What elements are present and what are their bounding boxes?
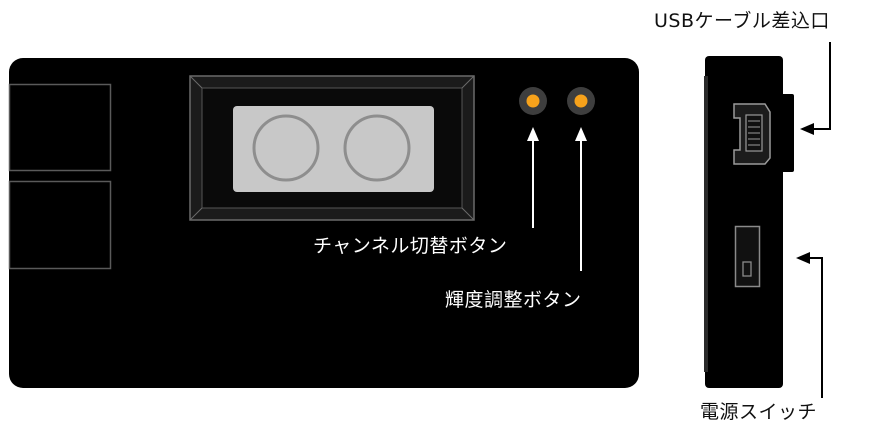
channel-button-label: チャンネル切替ボタン — [313, 235, 508, 257]
device-side-view — [704, 56, 794, 388]
left-compartment-bottom — [8, 180, 112, 270]
device-front-view — [8, 58, 639, 388]
power-switch[interactable] — [734, 225, 761, 288]
usb-port-arrow — [800, 42, 831, 135]
brightness-button[interactable] — [567, 87, 595, 115]
display-circle-left — [252, 114, 320, 182]
left-compartment-top — [8, 83, 112, 172]
display-window — [233, 106, 434, 192]
usb-port-label: USBケーブル差込口 — [654, 10, 830, 32]
channel-button-arrow — [527, 127, 539, 228]
usb-port[interactable] — [733, 103, 771, 165]
power-switch-arrow — [796, 252, 823, 398]
display-circle-right — [343, 114, 411, 182]
device-body — [9, 58, 639, 388]
power-switch-label: 電源スイッチ — [700, 401, 818, 423]
brightness-button-arrow — [575, 127, 587, 271]
usb-housing — [778, 94, 794, 172]
channel-button[interactable] — [519, 87, 547, 115]
brightness-button-label: 輝度調整ボタン — [445, 289, 582, 311]
